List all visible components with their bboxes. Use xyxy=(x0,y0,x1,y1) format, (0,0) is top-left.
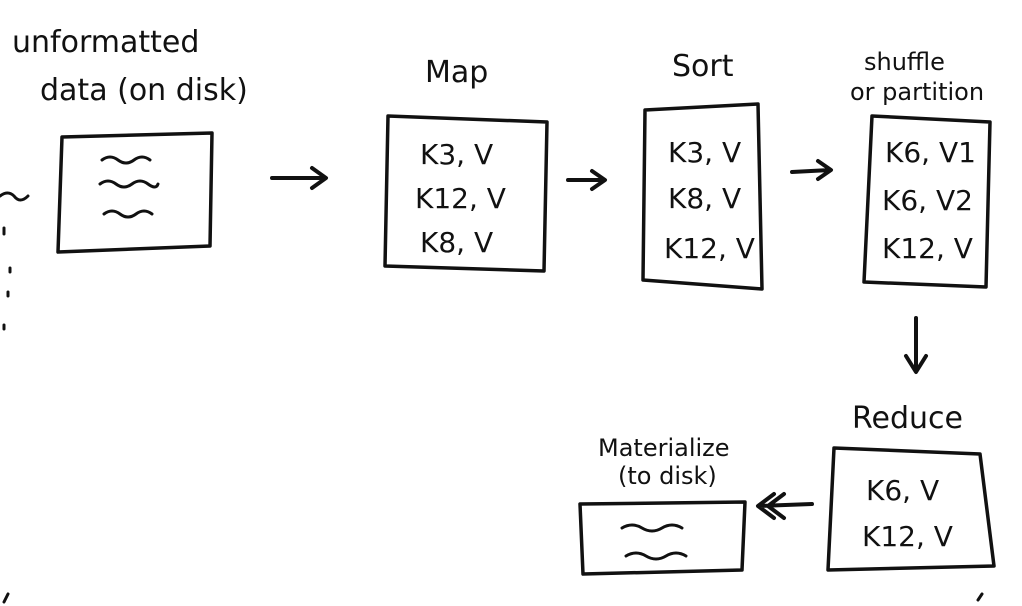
map-entry-1: K3, V xyxy=(420,138,493,171)
arrow-sort-to-shuffle xyxy=(790,159,833,181)
materialize-label-line2: (to disk) xyxy=(618,462,717,490)
sort-entry-2: K8, V xyxy=(668,182,741,215)
map-entry-3: K8, V xyxy=(420,226,493,259)
input-text-scribble-2 xyxy=(98,179,160,189)
stage-sort: Sort K3, V K8, V K12, V xyxy=(641,49,764,291)
shuffle-entry-2: K6, V2 xyxy=(882,184,973,217)
sort-entry-3: K12, V xyxy=(664,232,755,265)
input-text-scribble-3 xyxy=(102,209,154,219)
stage-materialize: Materialize (to disk) xyxy=(578,434,747,576)
input-label-line2: data (on disk) xyxy=(40,73,248,108)
stage-input: unformatted data (on disk) xyxy=(12,25,248,254)
stage-reduce: Reduce K6, V K12, V xyxy=(826,401,996,572)
margin-marks xyxy=(0,191,30,331)
input-text-scribble-1 xyxy=(100,155,152,165)
reduce-entry-1: K6, V xyxy=(866,474,939,507)
reduce-entry-2: K12, V xyxy=(862,520,953,553)
sort-box xyxy=(641,102,764,291)
stage-shuffle: shuffle or partition K6, V1 K6, V2 K12, … xyxy=(850,48,992,289)
sort-entry-1: K3, V xyxy=(668,136,741,169)
map-entry-2: K12, V xyxy=(415,182,506,215)
materialize-scribble-2 xyxy=(624,551,688,561)
materialize-label-line1: Materialize xyxy=(598,434,730,462)
map-label: Map xyxy=(425,55,488,90)
arrow-shuffle-to-reduce xyxy=(904,316,928,374)
materialize-box xyxy=(578,500,747,576)
reduce-box xyxy=(826,446,996,572)
arrow-map-to-sort xyxy=(566,169,607,191)
shuffle-label-line1: shuffle xyxy=(864,48,945,76)
shuffle-box xyxy=(862,114,992,289)
margin-dots xyxy=(2,226,12,331)
input-label-line1: unformatted xyxy=(12,25,199,60)
map-box xyxy=(383,114,549,273)
margin-scribble xyxy=(0,191,30,202)
shuffle-entry-3: K12, V xyxy=(882,232,973,265)
stray-marks xyxy=(2,592,984,604)
arrow-input-to-map xyxy=(270,166,328,190)
reduce-label: Reduce xyxy=(852,401,963,436)
shuffle-entry-1: K6, V1 xyxy=(885,136,976,169)
stage-map: Map K3, V K12, V K8, V xyxy=(383,55,549,273)
sort-label: Sort xyxy=(672,49,734,84)
shuffle-label-line2: or partition xyxy=(850,78,984,106)
input-data-box xyxy=(56,131,214,254)
materialize-scribble-1 xyxy=(620,523,684,533)
arrow-reduce-to-materialize xyxy=(756,492,814,520)
